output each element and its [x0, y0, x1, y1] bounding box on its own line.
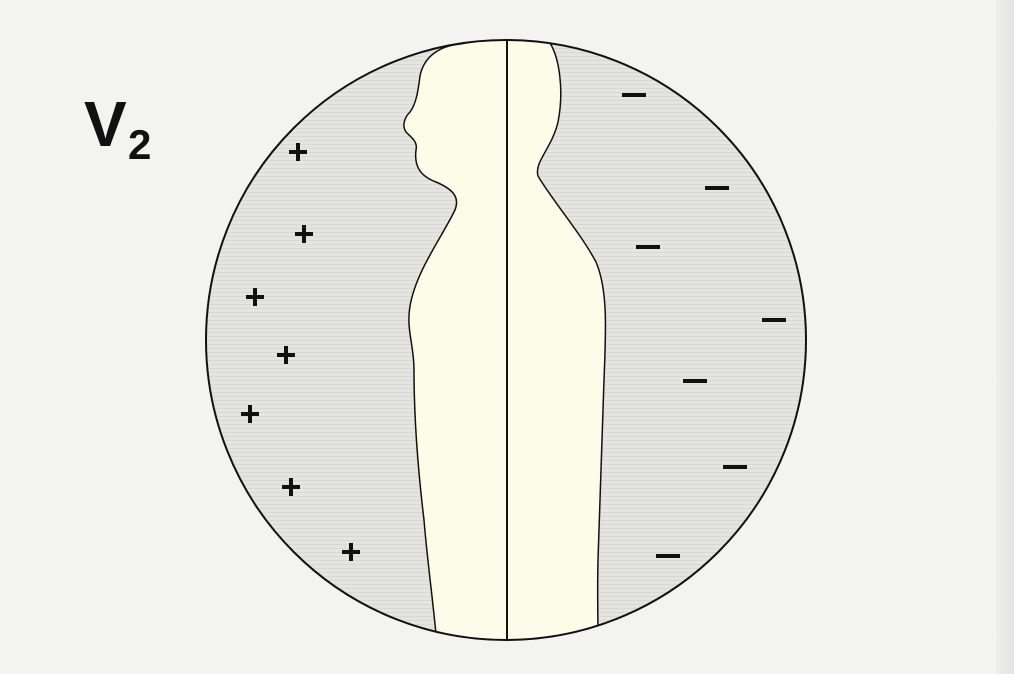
minus-sign [705, 186, 729, 190]
minus-sign [683, 379, 707, 383]
minus-sign [723, 465, 747, 469]
minus-sign [656, 554, 680, 558]
minus-sign [762, 318, 786, 322]
minus-sign [636, 245, 660, 249]
minus-sign [622, 93, 646, 97]
